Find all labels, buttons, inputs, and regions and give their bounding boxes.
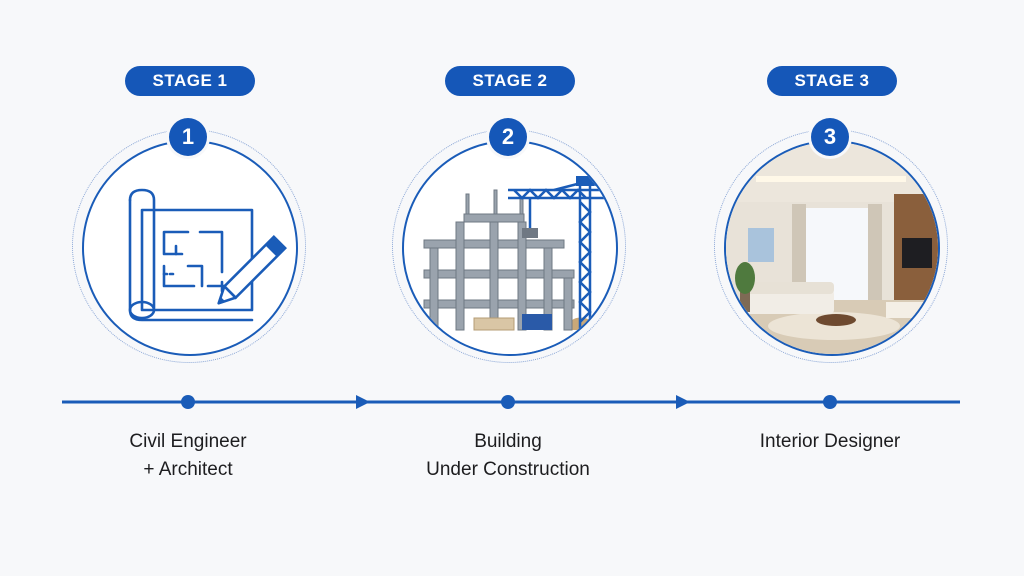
stage-1-number: 1 [169,118,207,156]
stage-2-badge: STAGE 2 [445,66,575,96]
stage-2-label: Building Under Construction [380,428,636,484]
construction-crane-icon [404,176,616,354]
stage-3: STAGE 3 [702,0,962,576]
stage-3-circle [724,140,940,356]
stage-1-badge: STAGE 1 [125,66,255,96]
stage-1-circle [82,140,298,356]
stage-3-badge: STAGE 3 [767,66,897,96]
stage-1-label-line-1: Civil Engineer [129,431,247,452]
timeline-arrow-2 [676,395,690,409]
living-room-image [726,142,938,354]
stage-2-label-line-1: Building [474,431,542,452]
stage-3-number: 3 [811,118,849,156]
stage-3-label: Interior Designer [702,428,958,456]
timeline-arrow-1 [356,395,370,409]
blueprint-icon [128,188,287,322]
stage-1: STAGE 1 1 [60,0,320,576]
stage-1-label: Civil Engineer + Architect [60,428,316,484]
stage-2-number: 2 [489,118,527,156]
stage-3-label-line-1: Interior Designer [759,431,901,452]
stage-1-label-line-2: + Architect [143,459,233,480]
stage-2: STAGE 2 [380,0,640,576]
stage-2-label-line-2: Under Construction [426,459,590,480]
stage-2-circle [402,140,618,356]
